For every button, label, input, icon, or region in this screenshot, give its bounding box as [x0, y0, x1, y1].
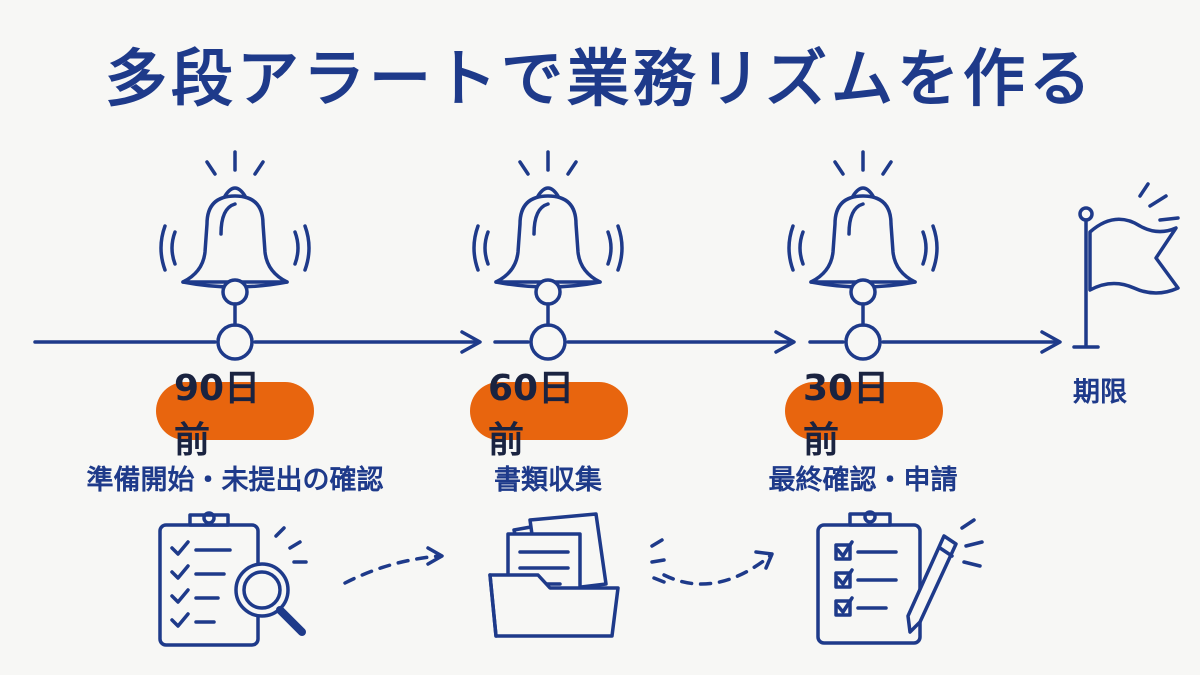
flag-icon [1072, 182, 1180, 349]
motion-marks [650, 538, 666, 584]
timeline-node-30 [844, 323, 882, 361]
timeline-line [33, 330, 1062, 354]
step-timing-badge-30: 30日前 [785, 368, 943, 461]
deadline-label: 期限 [1073, 377, 1127, 408]
dashed-arrow [343, 554, 442, 585]
step-timing-badge-60: 60日前 [470, 368, 628, 461]
timeline-node-90 [216, 323, 254, 361]
folder-documents-icon [488, 512, 620, 638]
bell-icon [472, 150, 624, 327]
timeline-node-60 [529, 323, 567, 361]
bell-icon [159, 150, 311, 327]
checklist-pen-icon [816, 510, 984, 645]
dashed-arrow [662, 554, 772, 586]
bell-icon [787, 150, 939, 327]
page-title: 多段アラートで業務リズムを作る [104, 42, 1095, 115]
step-task-30: 最終確認・申請 [768, 465, 958, 496]
checklist-magnifier-icon [158, 511, 308, 647]
dashed-arrow-head [754, 550, 774, 570]
step-task-90: 準備開始・未提出の確認 [86, 465, 384, 496]
step-task-60: 書類収集 [494, 465, 602, 496]
step-timing-badge-90: 90日前 [156, 368, 314, 461]
dashed-arrow-head [426, 546, 444, 566]
